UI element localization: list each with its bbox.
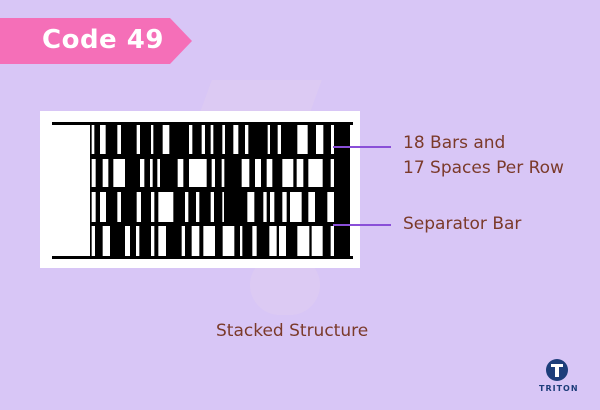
barcode-space [162, 125, 170, 154]
caption: Stacked Structure [216, 321, 369, 341]
title: Code 49 [42, 25, 164, 55]
barcode-space [181, 226, 185, 256]
barcode-space [102, 226, 110, 256]
barcode-space [330, 159, 334, 187]
barcode-space [196, 192, 200, 222]
barcode-space [158, 226, 166, 256]
barcode-space [102, 159, 109, 187]
barcode-space [297, 226, 310, 256]
barcode-space [151, 192, 155, 222]
separator-label: Separator Bar [403, 214, 522, 234]
barcode-space [327, 192, 334, 222]
barcode-space [177, 159, 184, 187]
barcode-space [222, 226, 235, 256]
barcode-space [331, 125, 334, 154]
barcode-space [136, 125, 140, 154]
barcode-space [189, 159, 207, 187]
barcode-space [157, 159, 160, 187]
bars-spaces-label-2: 17 Spaces Per Row [403, 158, 564, 178]
barcode-space [151, 226, 155, 256]
barcode-space [277, 125, 281, 154]
barcode-space [240, 226, 243, 256]
barcode-space [297, 125, 308, 154]
barcode-space [267, 125, 270, 154]
barcode-space [201, 125, 205, 154]
barcode-space [100, 125, 106, 154]
barcode-space [211, 159, 215, 187]
barcode-space [91, 125, 95, 154]
barcode-space [203, 226, 215, 256]
barcode-space [185, 192, 189, 222]
barcode-space [311, 226, 323, 256]
bars-spaces-label-1: 18 Bars and [403, 133, 506, 153]
barcode-space [222, 192, 224, 222]
barcode-space [308, 159, 323, 187]
barcode-space [136, 192, 141, 222]
barcode-space [296, 159, 304, 187]
logo-text: TRITON [539, 384, 579, 393]
barcode-space [117, 125, 121, 154]
barcode-space [210, 192, 214, 222]
barcode-space [282, 159, 294, 187]
barcode-space [222, 125, 225, 154]
barcode-space [221, 159, 225, 187]
barcode-space [270, 192, 275, 222]
barcode-space [247, 192, 255, 222]
triton-logo-icon [546, 359, 568, 381]
barcode-space [113, 159, 125, 187]
barcode-space [150, 159, 153, 187]
barcode-space [91, 226, 95, 256]
barcode-space [140, 159, 145, 187]
barcode-space [241, 159, 250, 187]
barcode-space [136, 226, 140, 256]
leader-line-bars [333, 146, 391, 148]
title-banner: Code 49 [0, 18, 192, 64]
barcode-space [330, 226, 334, 256]
barcode-space [189, 125, 193, 154]
code49-barcode [52, 122, 353, 259]
barcode-space [266, 159, 273, 187]
barcode-space [245, 125, 249, 154]
barcode-space [252, 226, 257, 256]
barcode-space [117, 192, 121, 222]
barcode-space [91, 159, 96, 187]
barcode-space [263, 192, 267, 222]
barcode-space [158, 192, 174, 222]
barcode-space [308, 192, 315, 222]
barcode-space [91, 192, 96, 222]
barcode-space [279, 226, 286, 256]
barcode-space [269, 226, 277, 256]
barcode-space [255, 159, 261, 187]
barcode-space [191, 226, 200, 256]
leader-line-separator [333, 224, 391, 226]
barcode-space [151, 125, 154, 154]
barcode-card [40, 111, 360, 268]
barcode-space [233, 125, 239, 154]
barcode-space [316, 125, 324, 154]
barcode-space [210, 125, 214, 154]
barcode-space [290, 192, 302, 222]
barcode-space [100, 192, 106, 222]
barcode-space [125, 226, 130, 256]
barcode-space [282, 192, 287, 222]
